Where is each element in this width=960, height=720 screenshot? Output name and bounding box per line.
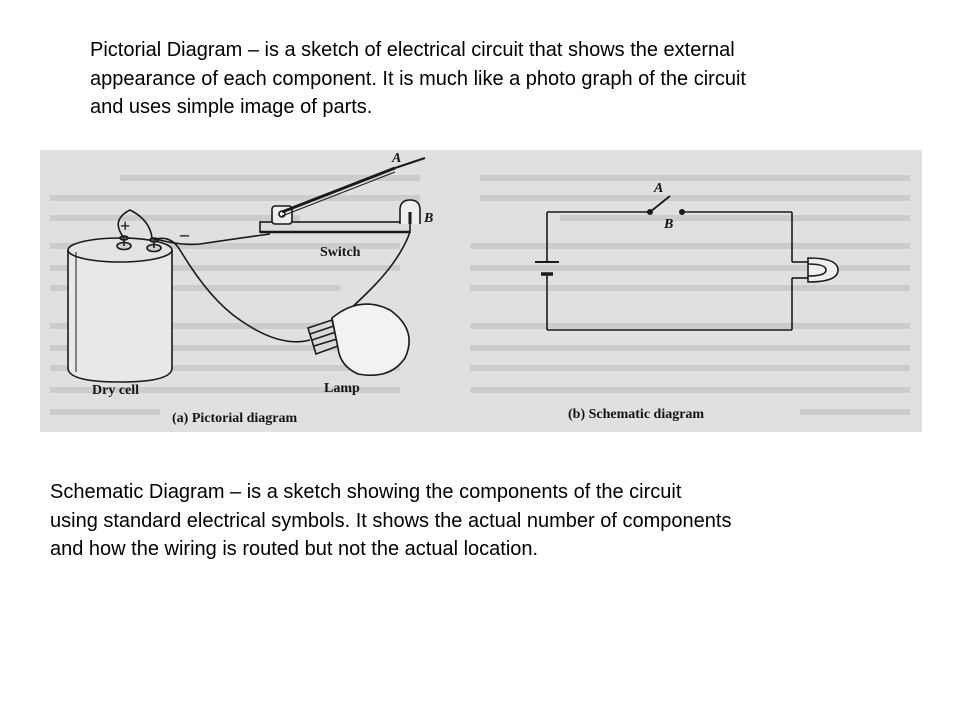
schematic-label-a: A [653,181,663,196]
schematic-line-2: using standard electrical symbols. It sh… [50,509,732,532]
pictorial-diagram-definition: Pictorial Diagram – is a sketch of elect… [90,36,910,122]
wire-cell-to-lamp [153,237,311,343]
circuit-figure-scan: + – A B Switch Dry cell Lamp (a) Pictori… [40,150,922,432]
schematic-caption: (b) Schematic diagram [568,407,704,422]
dry-cell-label: Dry cell [92,383,139,398]
cell-minus-sign: – [179,224,190,244]
schematic-line-1: Schematic Diagram – is a sketch showing … [50,481,682,503]
lamp-symbol [792,257,839,283]
battery-symbol [535,261,559,276]
scan-bleedthrough [50,175,910,415]
schematic-label-b: B [663,217,673,232]
schematic-diagram-definition: Schematic Diagram – is a sketch showing … [50,478,910,564]
pictorial-caption: (a) Pictorial diagram [172,411,298,426]
pictorial-label-b: B [423,211,433,226]
pictorial-line-3: and uses simple image of parts. [90,96,373,118]
schematic-diagram [535,195,839,331]
switch-label: Switch [320,245,361,260]
pictorial-line-2: appearance of each component. It is much… [90,67,746,90]
knife-switch [259,157,426,234]
pictorial-diagram [67,157,426,383]
wire-cell-to-switch [117,209,271,246]
schematic-line-3: and how the wiring is routed but not the… [50,538,539,560]
dry-cell [67,235,173,383]
lamp [307,303,410,377]
pictorial-line-1: Pictorial Diagram – is a sketch of elect… [90,39,735,61]
lamp-label: Lamp [324,381,360,396]
cell-plus-sign: + [120,216,130,236]
pictorial-label-a: A [391,151,401,166]
